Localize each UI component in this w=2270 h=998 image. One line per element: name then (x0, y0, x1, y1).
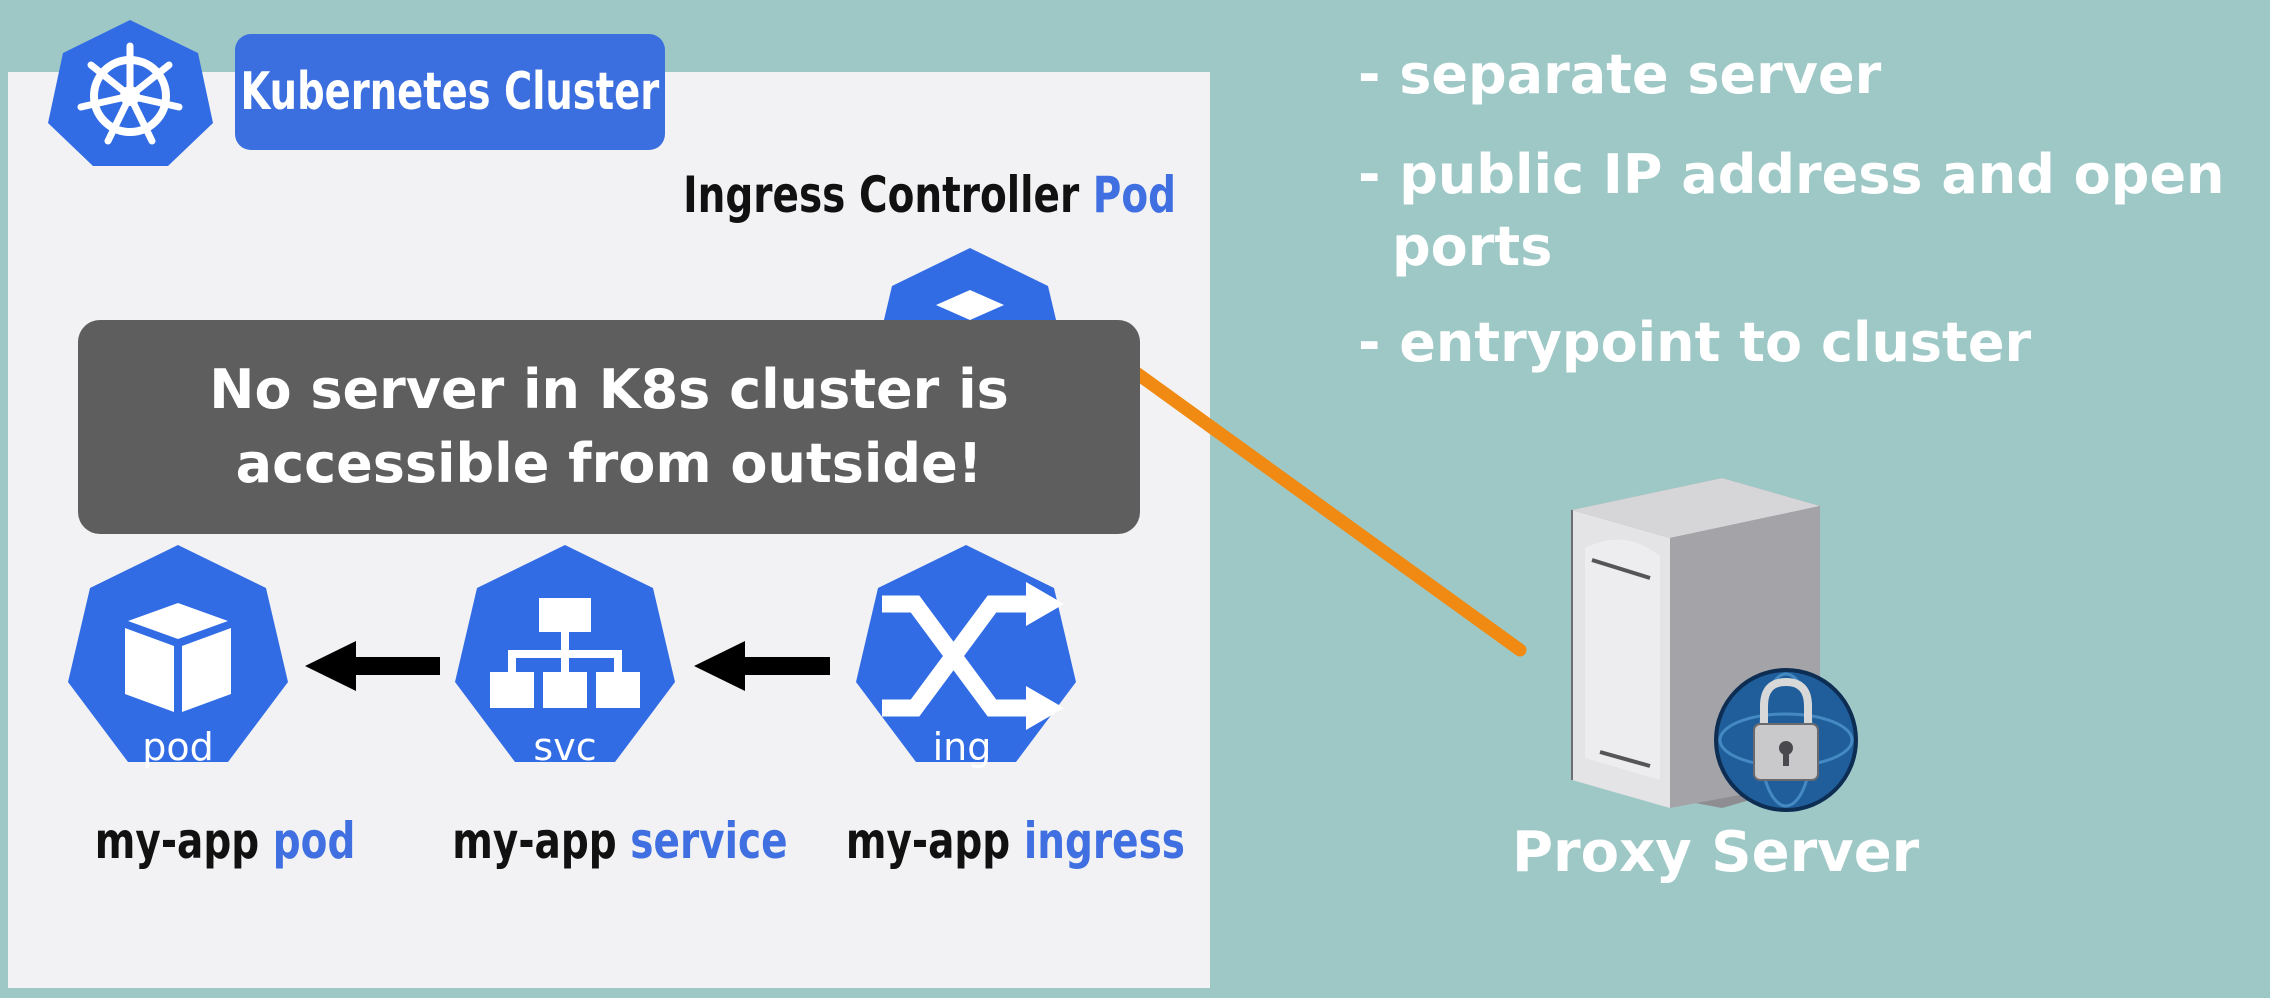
cluster-title-badge: Kubernetes Cluster (235, 34, 665, 150)
pod-caption-text: my-app (94, 812, 260, 870)
bullet-public-ip: - public IP address and open (1358, 143, 2225, 206)
bullet-public-ip-continued: ports (1392, 215, 1553, 278)
ingress-caption-text: my-app (845, 812, 1011, 870)
arrow-to-pod (305, 641, 440, 691)
ing-icon-label: ing (933, 725, 992, 769)
kubernetes-logo-icon (48, 20, 213, 166)
service-caption-text: my-app (452, 812, 617, 870)
service-node-icon: svc (455, 545, 675, 769)
cube-icon (125, 603, 231, 712)
connector-line (1128, 365, 1527, 657)
shuffle-icon (882, 595, 1030, 717)
arrow-to-service (694, 641, 830, 691)
ingress-caption: my-app ingress (846, 812, 1185, 870)
pod-caption-highlight: pod (272, 812, 356, 870)
bullet-separate-server: - separate server (1358, 43, 1882, 106)
ingress-controller-highlight: Pod (1092, 166, 1176, 224)
service-caption-highlight: service (630, 812, 788, 870)
service-caption: my-app service (452, 812, 787, 870)
cluster-title: Kubernetes Cluster (240, 62, 660, 122)
warning-callout: No server in K8s cluster is accessible f… (78, 320, 1140, 534)
shuffle-arrowhead-bottom (1026, 686, 1064, 730)
shuffle-arrowhead-top (1026, 582, 1064, 626)
ingress-controller-text: Ingress Controller (682, 166, 1080, 224)
pod-icon-label: pod (142, 725, 214, 769)
ingress-caption-highlight: ingress (1023, 812, 1185, 870)
pod-caption: my-app pod (95, 812, 356, 870)
proxy-server-label: Proxy Server (1512, 820, 1920, 885)
ingress-node-icon: ing (856, 545, 1076, 769)
network-tree-icon (490, 598, 640, 708)
lock-globe-icon (1714, 668, 1858, 812)
pod-node-icon: pod (68, 545, 288, 769)
svc-icon-label: svc (533, 725, 596, 769)
ingress-controller-label: Ingress Controller Pod (683, 166, 1176, 224)
warning-line-1: No server in K8s cluster is (209, 358, 1009, 421)
bullet-entrypoint: - entrypoint to cluster (1358, 311, 2032, 374)
warning-line-2: accessible from outside! (235, 432, 983, 495)
